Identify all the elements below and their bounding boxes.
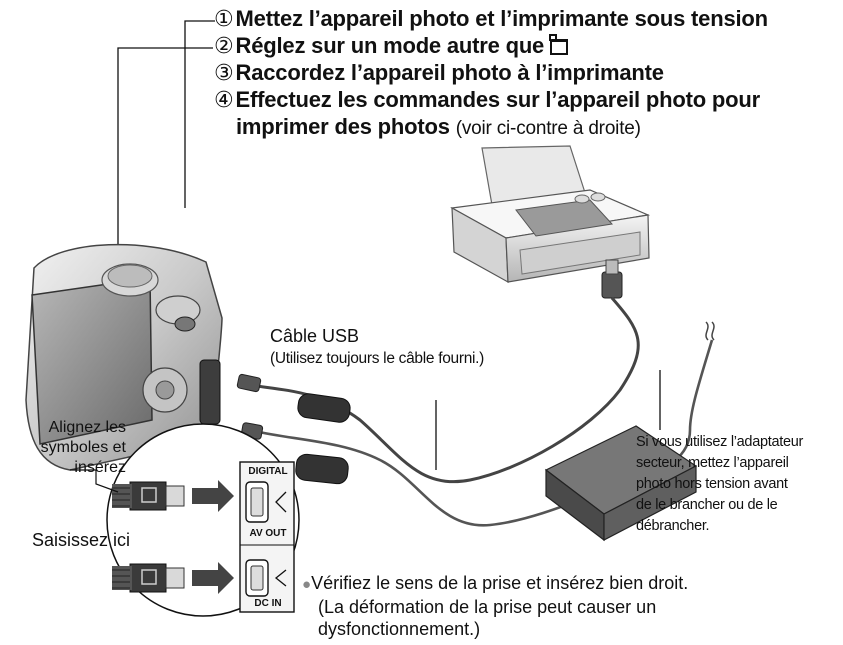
- usb-mini-plug: [237, 374, 261, 392]
- align-instruction: Alignez les symboles et insérez: [0, 418, 126, 478]
- usb-ferrite-core: [297, 392, 352, 423]
- print-mode-icon: [550, 39, 568, 55]
- adapter-warning: Si vous utilisez l’adaptateur secteur, m…: [636, 432, 841, 537]
- bullet-icon: ●: [302, 576, 311, 593]
- printer-illustration: [452, 146, 649, 282]
- port-magnified-view: [107, 424, 299, 616]
- port-label-digital: DIGITAL: [242, 466, 294, 477]
- leader-line-step1: [185, 21, 215, 208]
- step-4: ④Effectuez les commandes sur l’appareil …: [214, 87, 760, 113]
- step-2: ②Réglez sur un mode autre que: [214, 33, 568, 59]
- usb-cable-note: (Utilisez toujours le câble fourni.): [270, 348, 484, 369]
- camera-port-door: [200, 360, 220, 424]
- adapter-ferrite-core: [295, 453, 349, 484]
- step-4-note: (voir ci-contre à droite): [456, 118, 641, 139]
- step-3: ③Raccordez l’appareil photo à l’impriman…: [214, 60, 664, 86]
- step-1: ①Mettez l’appareil photo et l’imprimante…: [214, 6, 768, 32]
- grip-label: Saisissez ici: [32, 530, 130, 551]
- insertion-check-note: ●Vérifiez le sens de la prise et insérez…: [302, 572, 688, 640]
- port-label-dc-in: DC IN: [242, 598, 294, 609]
- step-4-continued: imprimer des photos (voir ci-contre à dr…: [236, 114, 641, 142]
- port-label-av-out: AV OUT: [242, 528, 294, 539]
- usb-cable-title: Câble USB: [270, 326, 359, 347]
